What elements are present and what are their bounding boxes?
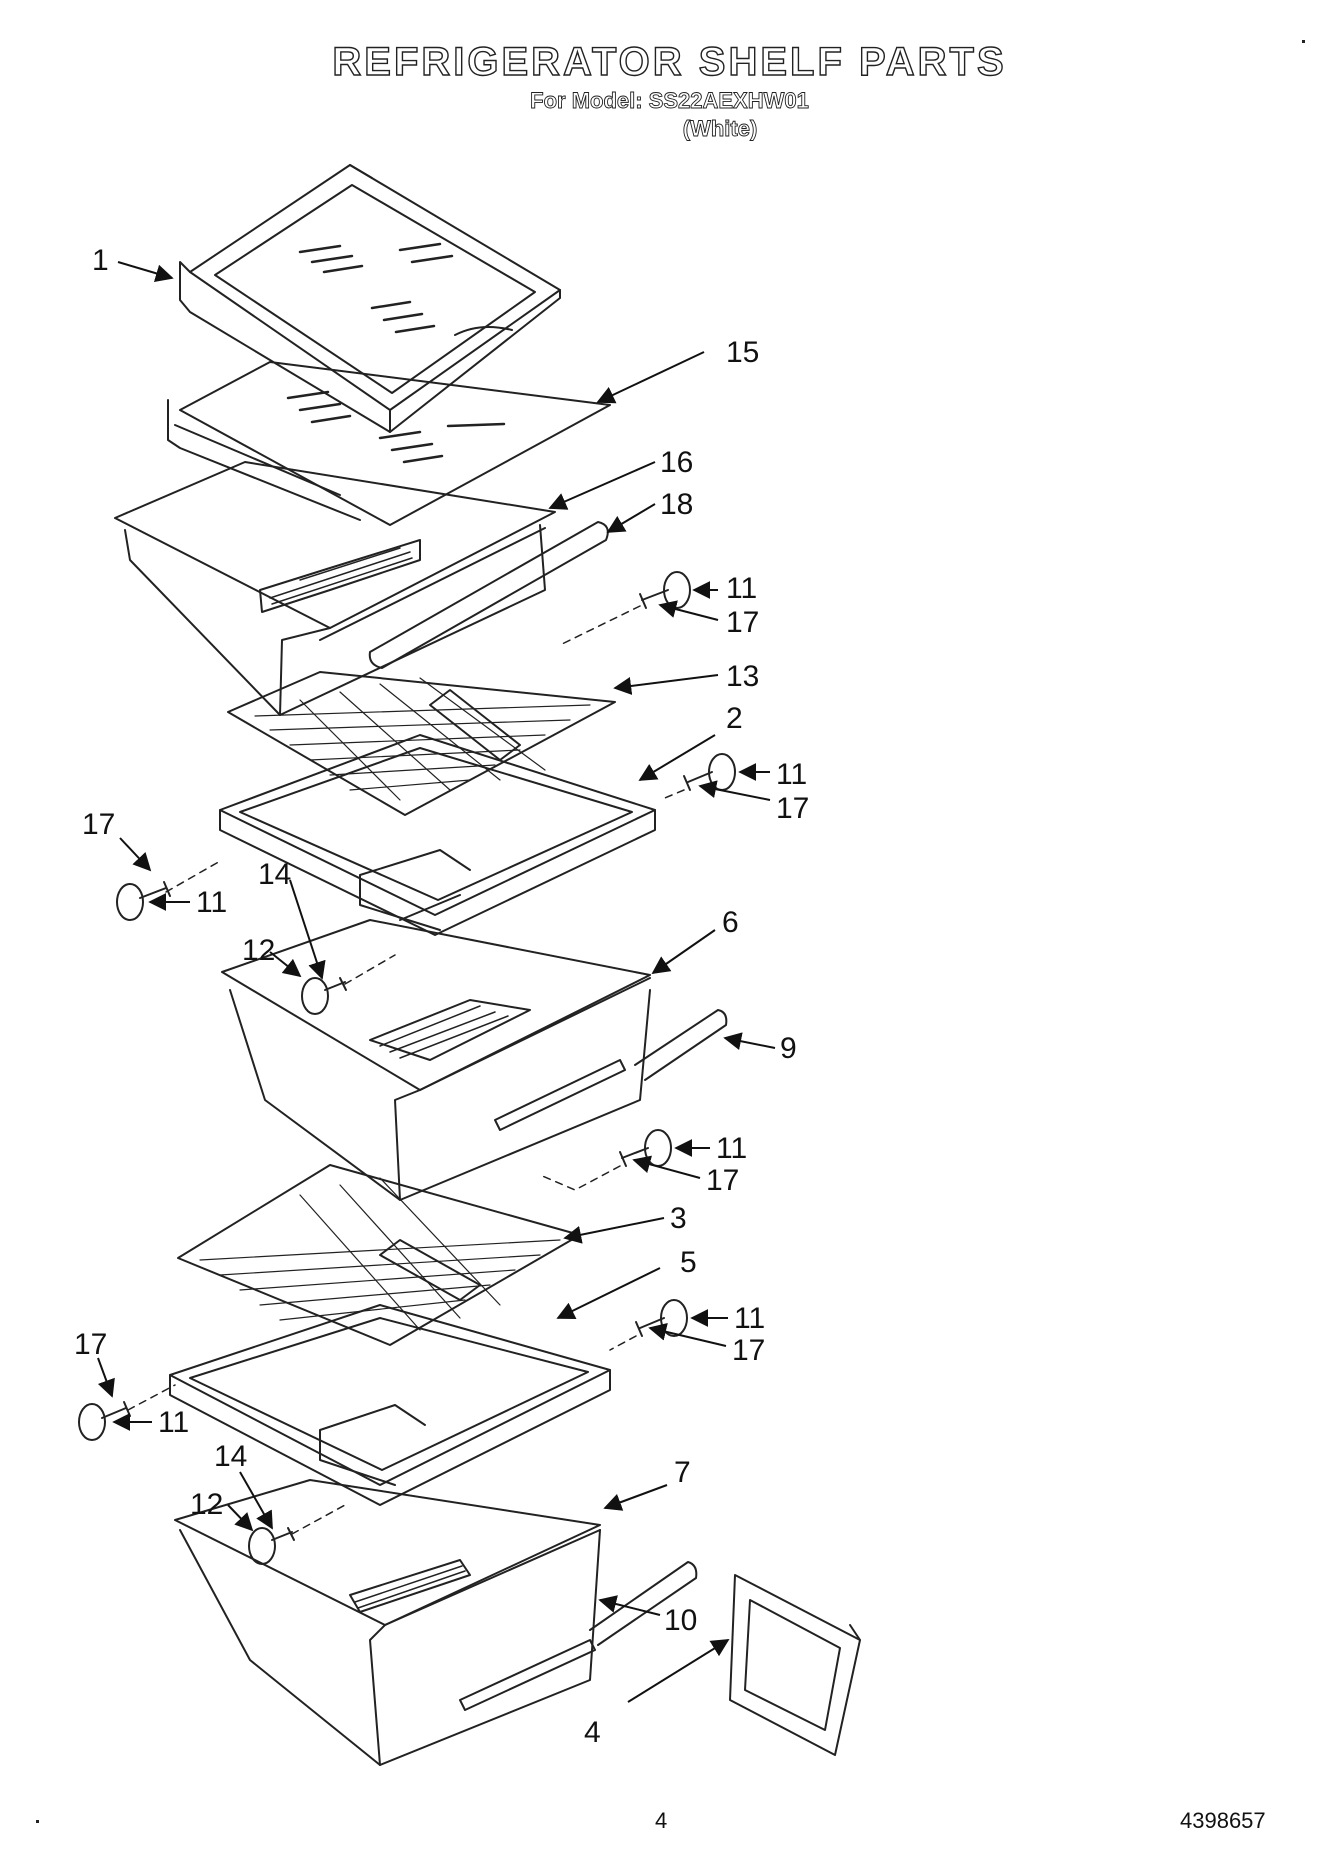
callout-1: 1: [92, 244, 109, 277]
callout-11: 11: [734, 1302, 765, 1335]
callout-10: 10: [664, 1604, 697, 1637]
callout-17: 17: [776, 792, 809, 825]
upper-crisper-drawer: [114, 461, 556, 716]
lower-shelf-panel: [177, 1164, 581, 1346]
callout-11: 11: [158, 1406, 189, 1439]
callout-11: 11: [196, 886, 227, 919]
callout-11: 11: [776, 758, 807, 791]
lower-crisper-drawer: [174, 1479, 601, 1766]
upper-shelf-frame: [219, 734, 656, 936]
middle-drawer-handle: [634, 1009, 728, 1081]
alignment-lines: [127, 605, 685, 1535]
callout-16: 16: [660, 446, 693, 479]
page-number: 4: [655, 1808, 668, 1833]
callout-4: 4: [584, 1716, 601, 1749]
callout-17: 17: [732, 1334, 765, 1367]
callout-13: 13: [726, 660, 759, 693]
callout-9: 9: [780, 1032, 797, 1065]
label-holder: [729, 1574, 861, 1756]
callout-numbers: 1 15 16 18 11 17 13 2 11 17 17 11 14 12 …: [74, 244, 809, 1749]
lower-drawer-handle: [589, 1561, 698, 1646]
callout-12: 12: [242, 934, 275, 967]
callout-17: 17: [706, 1164, 739, 1197]
leader-arrows: [97, 261, 776, 1703]
color-subtitle: (White): [682, 116, 758, 142]
callout-17: 17: [82, 808, 115, 841]
scan-speck: [1302, 40, 1305, 43]
callout-7: 7: [674, 1456, 691, 1489]
callout-14: 14: [214, 1440, 247, 1473]
callout-3: 3: [670, 1202, 687, 1235]
callout-11: 11: [716, 1132, 747, 1165]
upper-drawer-handle: [368, 521, 609, 669]
callout-11: 11: [726, 572, 757, 605]
document-number: 4398657: [1180, 1808, 1266, 1833]
middle-crisper-drawer: [221, 919, 651, 1201]
top-glass-shelf: [179, 164, 561, 433]
callout-12: 12: [190, 1488, 223, 1521]
model-subtitle: For Model: SS22AEXHW01: [530, 88, 810, 114]
lower-shelf-frame: [169, 1304, 611, 1506]
upper-shelf-panel: [227, 671, 616, 816]
callout-17: 17: [74, 1328, 107, 1361]
callout-5: 5: [680, 1246, 697, 1279]
callout-18: 18: [660, 488, 693, 521]
callout-17: 17: [726, 606, 759, 639]
shelf-glass: [167, 361, 611, 526]
callout-2: 2: [726, 702, 743, 735]
callout-6: 6: [722, 906, 739, 939]
callout-14: 14: [258, 858, 291, 891]
callout-15: 15: [726, 336, 759, 369]
page-title: REFRIGERATOR SHELF PARTS: [332, 39, 1007, 84]
scan-speck: [36, 1820, 39, 1823]
